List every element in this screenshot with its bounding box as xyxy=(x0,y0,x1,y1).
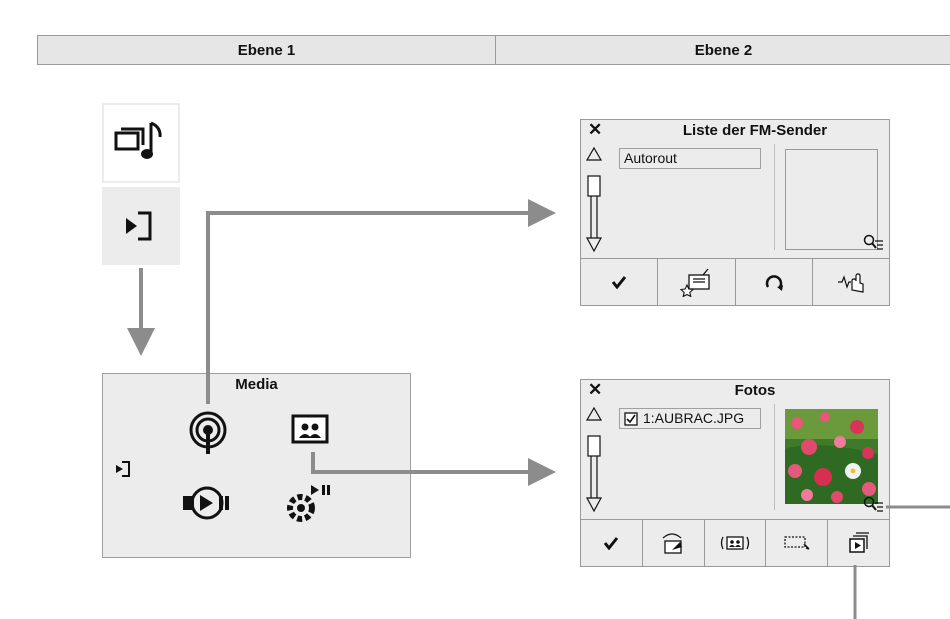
station-preview-box xyxy=(785,149,878,250)
media-title: Media xyxy=(235,376,278,393)
close-button[interactable]: ✕ xyxy=(588,380,603,399)
divider xyxy=(774,144,775,250)
column-header-level-1: Ebene 1 xyxy=(37,35,496,65)
confirm-button[interactable] xyxy=(581,520,643,566)
favorite-radio-icon xyxy=(680,268,711,297)
slideshow-icon xyxy=(848,532,869,553)
selection-icon xyxy=(784,536,810,550)
column-header-label: Ebene 2 xyxy=(694,41,753,59)
photos-icon[interactable] xyxy=(291,414,329,446)
hand-gesture-icon xyxy=(837,273,864,293)
station-list-item[interactable]: Autorout xyxy=(619,148,761,169)
fm-radio-icon[interactable] xyxy=(186,410,230,458)
favorite-radio-button[interactable] xyxy=(658,259,736,305)
scrollbar[interactable] xyxy=(585,406,603,514)
back-source-icon[interactable] xyxy=(113,459,133,479)
photo-list-item[interactable]: 1:AUBRAC.JPG xyxy=(619,408,761,429)
photos-toolbar xyxy=(581,519,889,566)
refresh-button[interactable] xyxy=(736,259,813,305)
photo-thumbnail xyxy=(785,409,878,504)
selection-button[interactable] xyxy=(766,520,829,566)
search-list-icon[interactable] xyxy=(863,234,885,252)
source-input-tile[interactable] xyxy=(102,187,180,265)
rotate-photo-icon xyxy=(662,533,683,554)
play-media-icon[interactable] xyxy=(181,485,233,521)
fm-toolbar xyxy=(581,258,889,305)
refresh-icon xyxy=(765,275,783,291)
column-header-level-2: Ebene 2 xyxy=(495,35,950,65)
checkbox-checked-icon[interactable] xyxy=(624,411,639,426)
photo-view-button[interactable] xyxy=(705,520,767,566)
search-list-icon[interactable] xyxy=(863,496,885,514)
close-button[interactable]: ✕ xyxy=(588,120,603,139)
media-source-icon xyxy=(114,121,162,159)
photo-view-icon xyxy=(720,536,750,550)
media-menu-panel: Media xyxy=(102,373,411,558)
column-header-label: Ebene 1 xyxy=(237,41,296,59)
media-source-tile[interactable] xyxy=(102,103,180,183)
confirm-button[interactable] xyxy=(581,259,659,305)
slideshow-button[interactable] xyxy=(828,520,889,566)
photos-panel: ✕ Fotos 1:AUBRAC.JPG xyxy=(580,379,890,567)
scrollbar[interactable] xyxy=(585,146,603,254)
gesture-button[interactable] xyxy=(813,259,889,305)
rotate-photo-button[interactable] xyxy=(643,520,705,566)
photo-filename: 1:AUBRAC.JPG xyxy=(643,410,745,426)
check-icon xyxy=(611,276,627,289)
fm-station-list-panel: ✕ Liste der FM-Sender Autorout xyxy=(580,119,890,306)
media-settings-icon[interactable] xyxy=(283,482,333,526)
source-input-icon xyxy=(126,211,152,241)
panel-title: Fotos xyxy=(734,382,776,399)
check-icon xyxy=(604,537,619,550)
divider xyxy=(774,404,775,510)
panel-title: Liste der FM-Sender xyxy=(682,122,828,139)
